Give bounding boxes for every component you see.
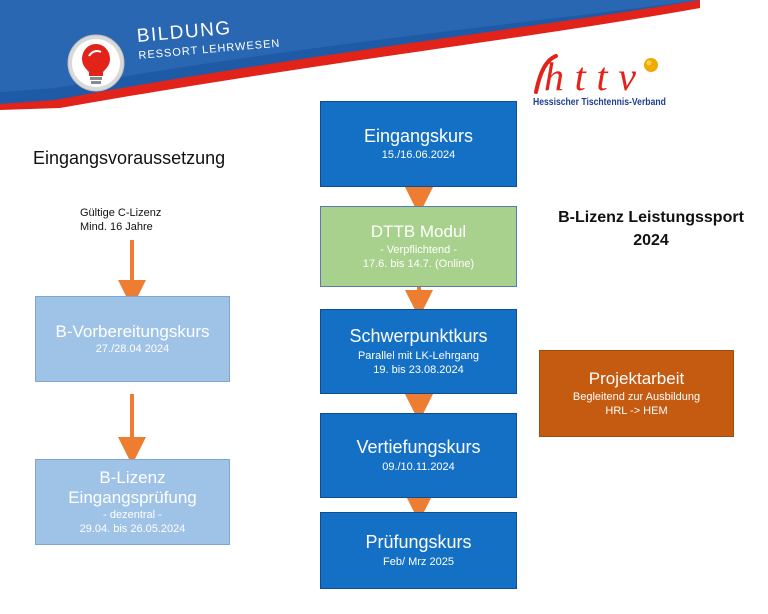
- prereq-line1: Gültige C-Lizenz: [80, 207, 162, 219]
- box-vertiefungskurs: Vertiefungskurs 09./10.11.2024: [320, 413, 517, 498]
- box-dttb-modul: DTTB Modul - Verpflichtend - 17.6. bis 1…: [320, 206, 517, 287]
- box-note: Begleitend zur Ausbildung: [572, 391, 701, 404]
- box-date: 27./28.04 2024: [95, 342, 170, 355]
- box-date: Feb/ Mrz 2025: [383, 555, 454, 568]
- box-note: Parallel mit LK-Lehrgang: [357, 349, 480, 362]
- box-title-line2: Eingangsprüfung: [68, 488, 197, 507]
- box-detail: HRL -> HEM: [605, 405, 668, 418]
- prerequisite-text: Gültige C-Lizenz Mind. 16 Jahre: [80, 206, 185, 234]
- box-schwerpunktkurs: Schwerpunktkurs Parallel mit LK-Lehrgang…: [320, 309, 517, 394]
- box-title: Schwerpunktkurs: [349, 326, 488, 347]
- program-heading: B-Lizenz Leistungssport 2024: [540, 206, 762, 252]
- program-heading-line1: B-Lizenz Leistungssport: [558, 209, 744, 226]
- header-banner: [0, 0, 700, 110]
- box-date: 19. bis 23.08.2024: [373, 363, 464, 376]
- box-b-lizenz-eingangspruefung: B-Lizenz Eingangsprüfung - dezentral - 2…: [35, 459, 230, 545]
- bildung-logo-icon: [67, 34, 125, 92]
- box-pruefungskurs: Prüfungskurs Feb/ Mrz 2025: [320, 512, 517, 589]
- box-date: 09./10.11.2024: [382, 460, 455, 473]
- box-title: Projektarbeit: [588, 368, 685, 388]
- box-b-vorbereitungskurs: B-Vorbereitungskurs 27./28.04 2024: [35, 296, 230, 382]
- box-title: Eingangskurs: [363, 125, 474, 146]
- box-date: 29.04. bis 26.05.2024: [79, 522, 186, 535]
- box-title: B-Vorbereitungskurs: [55, 322, 210, 342]
- httv-logo: httv: [534, 54, 658, 96]
- httv-name: Hessischer Tischtennis-Verband: [533, 96, 666, 108]
- program-heading-line2: 2024: [633, 232, 669, 249]
- box-eingangskurs: Eingangskurs 15./16.06.2024: [320, 101, 517, 187]
- box-date: 15./16.06.2024: [381, 149, 456, 162]
- prerequisites-heading: Eingangsvoraussetzung: [33, 148, 226, 168]
- box-date: 17.6. bis 14.7. (Online): [362, 258, 475, 271]
- box-note: - Verpflichtend -: [379, 244, 458, 257]
- box-title: DTTB Modul: [370, 221, 467, 241]
- box-note: - dezentral -: [103, 508, 162, 521]
- box-title: Vertiefungskurs: [356, 437, 481, 458]
- box-title-line1: B-Lizenz: [99, 468, 166, 488]
- httv-logo-text: httv: [544, 54, 636, 96]
- box-title: Prüfungskurs: [365, 532, 472, 553]
- box-projektarbeit: Projektarbeit Begleitend zur Ausbildung …: [539, 350, 734, 437]
- prereq-line2: Mind. 16 Jahre: [80, 221, 153, 233]
